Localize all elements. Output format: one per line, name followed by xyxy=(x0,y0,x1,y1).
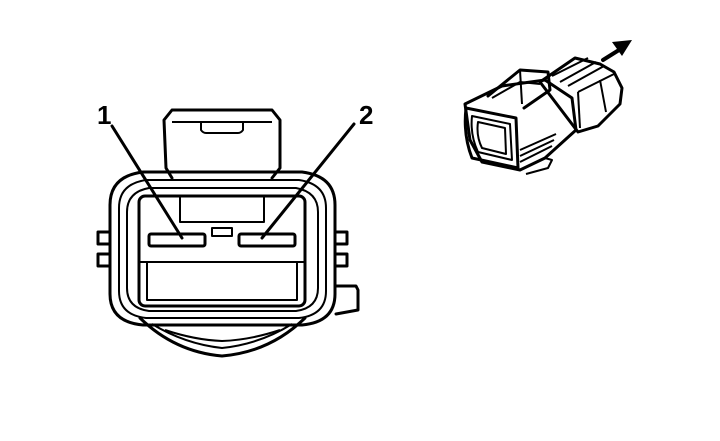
pin-2-label: 2 xyxy=(359,100,373,130)
pin-1-label: 1 xyxy=(97,100,111,130)
direction-arrow-icon xyxy=(601,40,632,62)
pin-1-leader-line xyxy=(110,124,184,240)
connector-face-icon xyxy=(96,108,360,358)
connector-3d-icon xyxy=(463,56,624,175)
pin-2-leader-line xyxy=(260,122,356,240)
